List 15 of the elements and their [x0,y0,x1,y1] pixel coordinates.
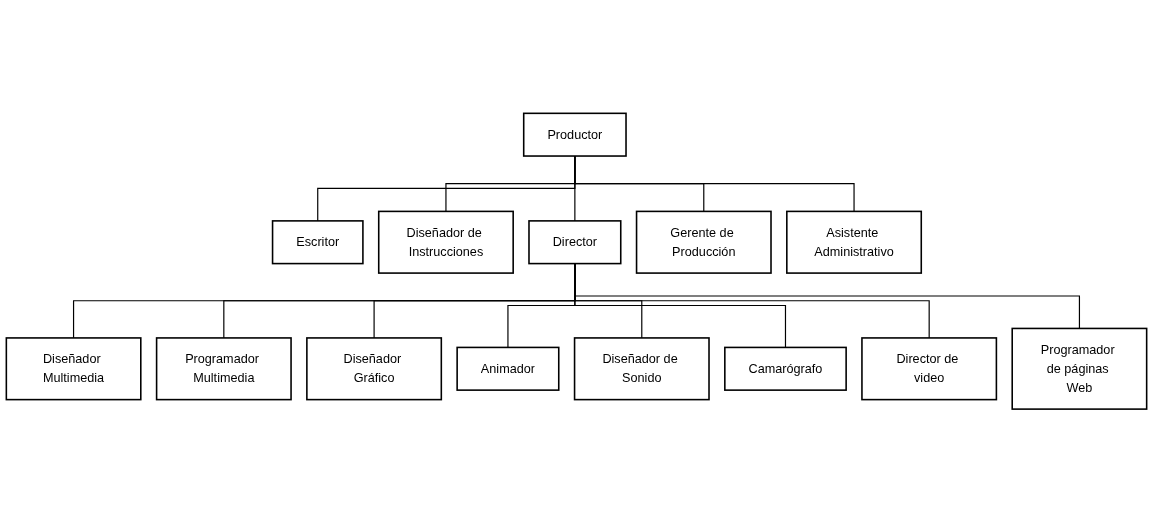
node-box: Diseñador de Instrucciones [377,210,514,275]
node-box: Camarógrafo [724,346,847,392]
node-box: Gerente de Producción [635,210,772,275]
node-box: Programador Multimedia [155,337,292,401]
node-box: Diseñador de Sonido [573,337,710,401]
node-box: Programador de páginas Web [1011,327,1148,411]
node-box: Animador [456,346,560,392]
node-box: Director [528,220,622,265]
node-box: Director de video [861,337,998,401]
connector [574,155,855,213]
node-box: Escritor [271,220,364,265]
node-box: Productor [522,112,627,158]
node-box: Diseñador Gráfico [306,337,443,401]
node-box: Diseñador Multimedia [5,337,142,401]
node-box: Asistente Administrativo [786,210,923,275]
